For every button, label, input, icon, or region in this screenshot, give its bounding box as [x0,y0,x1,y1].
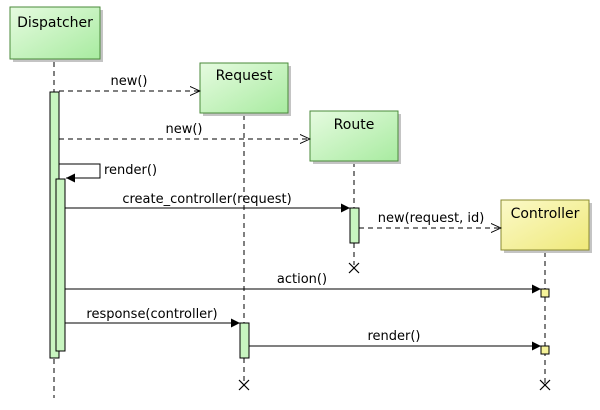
route-activation [349,207,360,244]
route-destroy-marker [348,262,360,274]
message-new-request-label: new() [110,74,147,89]
message-render-self-label: render() [104,163,157,178]
message-action-label: action() [277,272,327,287]
message-render-controller-label: render() [367,329,420,344]
message-render-self-arrow [59,163,101,183]
dispatcher-title: Dispatcher [17,15,93,31]
route-title: Route [334,117,375,133]
request-destroy-marker [238,379,250,391]
message-new-controller-label: new(request, id) [378,211,485,226]
route-participant: Route [309,110,401,164]
message-create-controller-label: create_controller(request) [122,192,291,207]
controller-activation-2 [540,345,550,355]
controller-participant: Controller [500,199,592,253]
message-new-route-label: new() [165,122,202,137]
request-title: Request [216,68,273,84]
message-response-label: response(controller) [86,307,217,322]
controller-title: Controller [511,206,580,222]
request-activation [239,322,250,359]
dispatcher-participant: Dispatcher [9,6,103,62]
dispatcher-activation-inner [55,178,66,352]
controller-destroy-marker [539,379,551,391]
controller-activation-1 [540,288,550,298]
request-participant: Request [199,62,291,116]
